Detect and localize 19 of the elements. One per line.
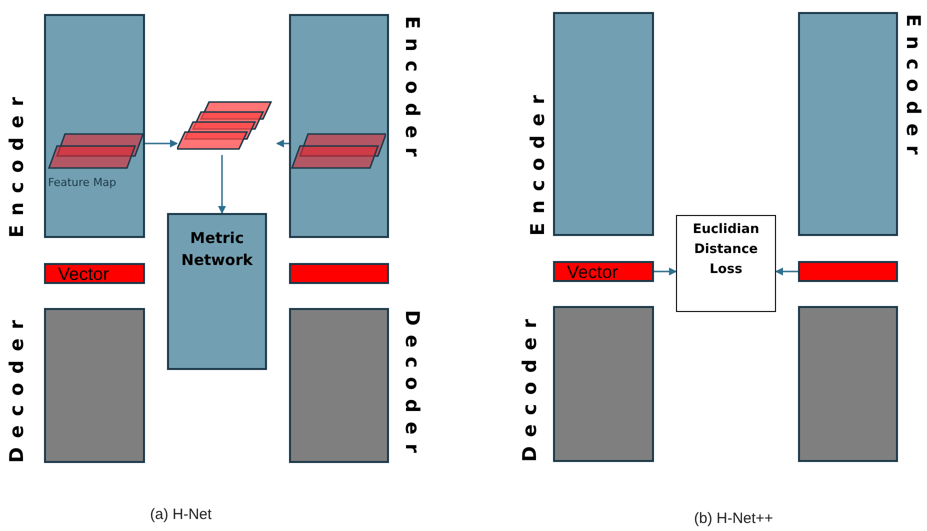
vertical-label: Encoder bbox=[401, 16, 423, 166]
vertical-label: Encoder bbox=[6, 88, 28, 238]
vertical-label: Decoder bbox=[6, 311, 28, 463]
figure-caption: (a) H-Net bbox=[150, 506, 212, 523]
vector-bar: Vector bbox=[44, 263, 145, 284]
arrow bbox=[654, 268, 677, 276]
vertical-label: Decoder bbox=[401, 310, 423, 462]
figure-caption: (b) H-Net++ bbox=[694, 510, 774, 527]
vector-bar: Vector bbox=[553, 261, 654, 282]
arrow bbox=[143, 140, 178, 148]
arrow bbox=[218, 155, 226, 214]
vertical-label: Decoder bbox=[519, 310, 541, 462]
vertical-label: Encoder bbox=[902, 14, 924, 164]
metric-network-box: Metric Network bbox=[167, 213, 267, 370]
loss-function-box: Euclidian Distance Loss bbox=[676, 215, 776, 312]
arrow bbox=[775, 268, 798, 276]
feature-map-label: Feature Map bbox=[48, 176, 116, 189]
vertical-label: Encoder bbox=[527, 86, 549, 236]
arrow bbox=[276, 140, 291, 148]
